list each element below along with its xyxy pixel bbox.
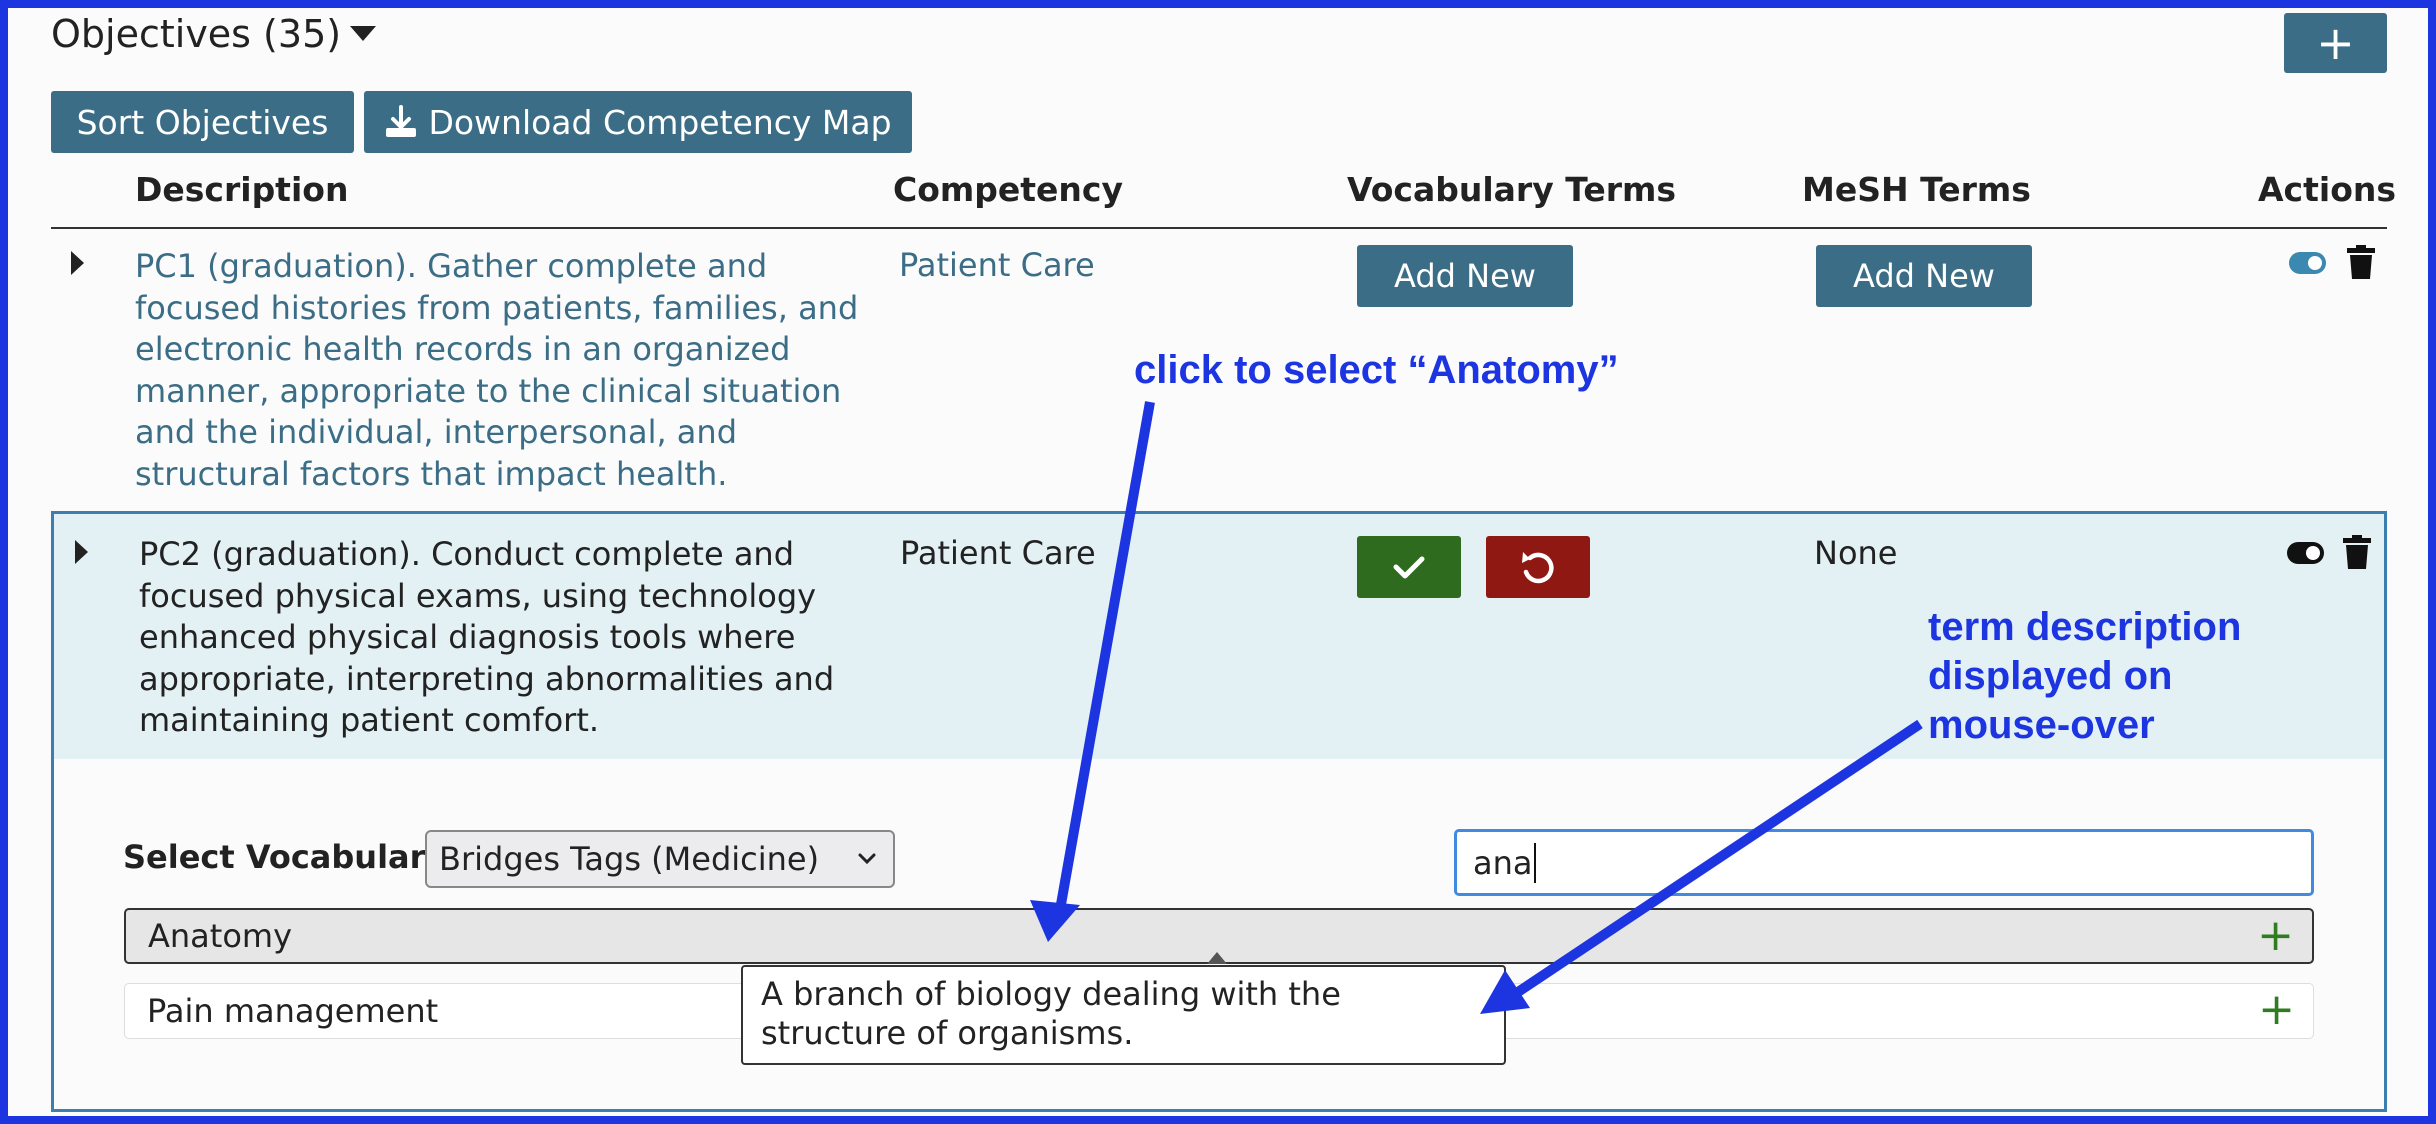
add-objective-button[interactable]: + bbox=[2284, 13, 2387, 73]
add-term-plus-icon[interactable]: + bbox=[2257, 910, 2294, 961]
add-term-plus-icon[interactable]: + bbox=[2258, 984, 2295, 1035]
vocabulary-selected-value: Bridges Tags (Medicine) bbox=[439, 840, 820, 878]
save-terms-button[interactable] bbox=[1357, 536, 1461, 598]
row-2-trash-icon[interactable] bbox=[2342, 535, 2372, 571]
column-competency: Competency bbox=[893, 170, 1124, 209]
column-description: Description bbox=[135, 170, 349, 209]
row-1-competency[interactable]: Patient Care bbox=[899, 246, 1095, 284]
revert-terms-button[interactable] bbox=[1486, 536, 1590, 598]
expand-row-2-caret-icon[interactable] bbox=[75, 540, 88, 564]
column-vocabulary-terms: Vocabulary Terms bbox=[1347, 170, 1677, 209]
row-1-description[interactable]: PC1 (graduation). Gather complete and fo… bbox=[135, 247, 859, 493]
download-competency-map-button[interactable]: Download Competency Map bbox=[364, 91, 912, 153]
annotation-click-select: click to select “Anatomy” bbox=[1134, 348, 1619, 392]
row-2-mesh-terms: None bbox=[1814, 534, 1898, 572]
annotation-mouseover: term description displayed on mouse-over bbox=[1928, 603, 2241, 750]
vocabulary-select[interactable]: Bridges Tags (Medicine) bbox=[425, 830, 895, 888]
annotation-line: term description bbox=[1928, 605, 2242, 649]
column-actions: Actions bbox=[2258, 170, 2396, 209]
row-2-visibility-toggle-icon[interactable] bbox=[2287, 542, 2324, 564]
row-2-competency[interactable]: Patient Care bbox=[900, 534, 1096, 572]
select-vocabulary-label: Select Vocabulary: bbox=[123, 838, 460, 876]
term-search-value: ana bbox=[1473, 843, 1533, 882]
chevron-down-icon bbox=[858, 853, 876, 865]
row-1-add-mesh-term-button[interactable]: Add New bbox=[1816, 245, 2032, 307]
row-1-add-vocabulary-term-button[interactable]: Add New bbox=[1357, 245, 1573, 307]
row-1-visibility-toggle-icon[interactable] bbox=[2289, 252, 2326, 274]
term-label: Pain management bbox=[147, 992, 439, 1030]
objectives-title[interactable]: Objectives (35) bbox=[51, 12, 342, 56]
tooltip-arrow bbox=[1207, 952, 1227, 964]
row-2-summary-band bbox=[54, 514, 2384, 759]
term-search-input[interactable]: ana bbox=[1454, 829, 2314, 896]
text-cursor bbox=[1533, 842, 1536, 883]
column-mesh-terms: MeSH Terms bbox=[1802, 170, 2031, 209]
download-icon bbox=[386, 105, 417, 137]
term-label: Anatomy bbox=[148, 917, 293, 955]
row-2-description[interactable]: PC2 (graduation). Conduct complete and f… bbox=[139, 535, 835, 739]
undo-icon bbox=[1522, 552, 1554, 584]
checkmark-icon bbox=[1393, 556, 1425, 579]
annotation-line: displayed on bbox=[1928, 654, 2173, 698]
annotation-line: mouse-over bbox=[1928, 703, 2155, 747]
term-description-tooltip: A branch of biology dealing with the str… bbox=[741, 965, 1506, 1065]
collapse-caret-icon[interactable] bbox=[350, 26, 376, 41]
row-1-trash-icon[interactable] bbox=[2346, 245, 2376, 281]
download-label: Download Competency Map bbox=[428, 102, 892, 142]
expand-row-1-caret-icon[interactable] bbox=[71, 251, 84, 275]
header-divider bbox=[51, 227, 2387, 229]
sort-objectives-button[interactable]: Sort Objectives bbox=[51, 91, 354, 153]
